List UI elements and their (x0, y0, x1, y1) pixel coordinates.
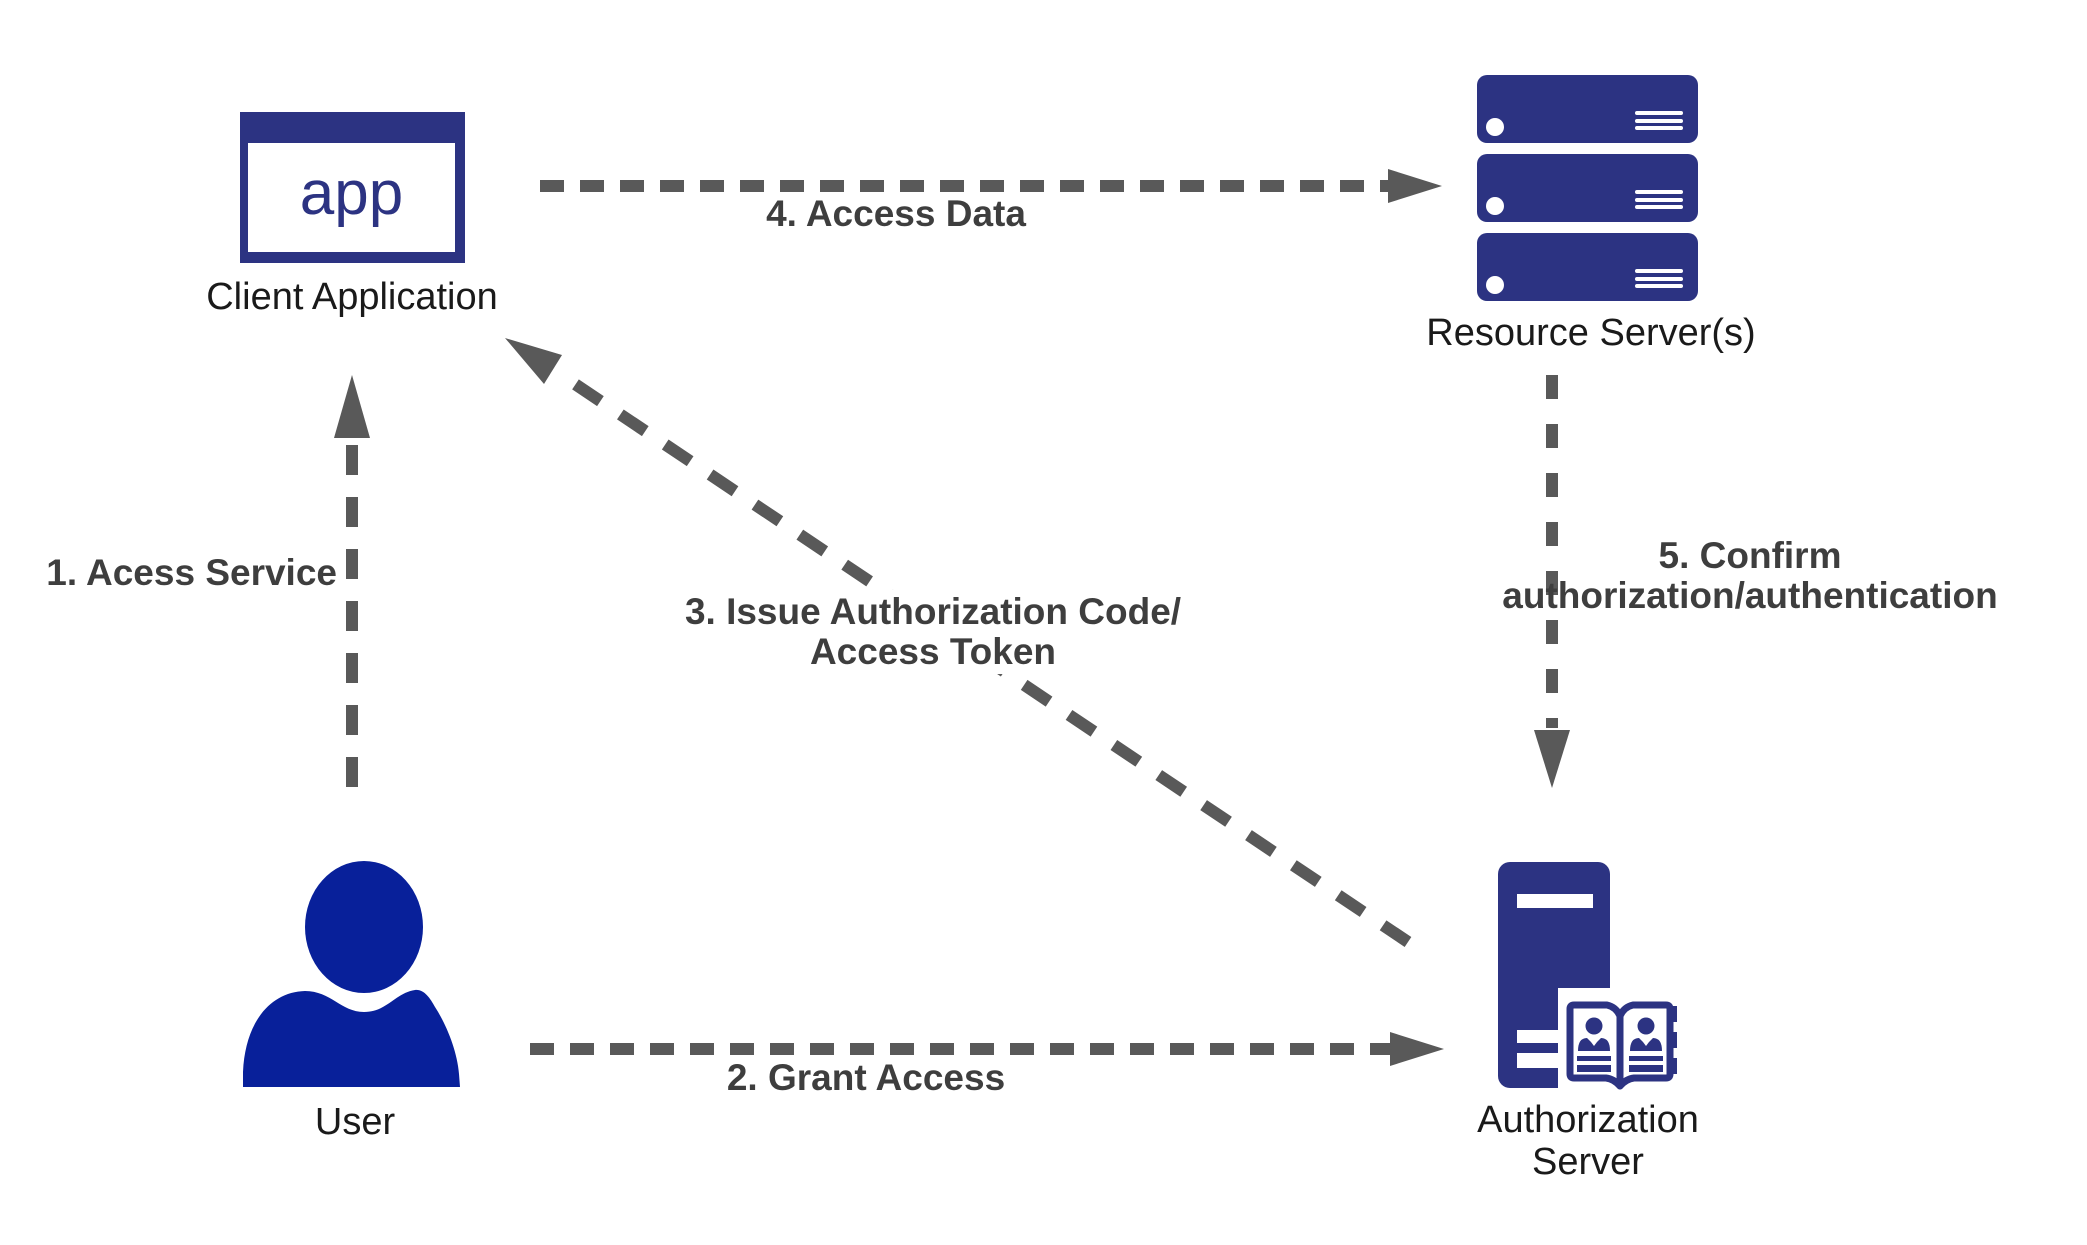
server-unit-icon (1477, 233, 1698, 301)
directory-book-panel (1558, 988, 1682, 1094)
arrow-5-confirm-auth (1534, 375, 1570, 788)
server-vent-lines (1635, 108, 1683, 130)
app-icon-text: app (299, 158, 404, 228)
server-vent-lines (1635, 266, 1683, 288)
user-label: User (314, 1101, 396, 1143)
tower-drive-slot (1517, 894, 1593, 908)
directory-book-icon (1566, 1001, 1677, 1090)
arrow-3-label-line2: Access Token (809, 631, 1057, 672)
server-unit-icon (1477, 75, 1698, 143)
server-vent-lines (1635, 187, 1683, 209)
contact-entry-icon (1577, 1017, 1611, 1072)
server-stack-icon (1477, 75, 1698, 312)
arrow-1-label: 1. Acess Service (46, 552, 337, 593)
server-unit-icon (1477, 154, 1698, 222)
contact-entry-icon (1629, 1017, 1663, 1072)
browser-window-content: app (248, 143, 455, 252)
server-led-dot (1486, 276, 1504, 294)
arrow-5-label-line1: 5. Confirm (1658, 535, 1842, 576)
arrow-3-label: 3. Issue Authorization Code/ Access Toke… (674, 590, 1192, 674)
tower-server-with-directory-book-icon (1498, 862, 1698, 1094)
arrow-5-label: 5. Confirm authorization/authentication (1502, 536, 1997, 616)
browser-window-icon: app (240, 112, 465, 263)
arrow-4-label: 4. Access Data (766, 193, 1026, 234)
server-led-dot (1486, 197, 1504, 215)
arrow-2-grant-access (530, 1032, 1444, 1066)
authorization-server-label-line2: Server (1532, 1141, 1644, 1183)
person-icon (243, 861, 460, 1087)
arrow-5-label-line2: authorization/authentication (1502, 575, 1998, 616)
tower-vent-line (1517, 1053, 1561, 1068)
tower-vent-line (1517, 1030, 1561, 1043)
tower-server-icon (1498, 862, 1610, 1088)
arrow-2-label: 2. Grant Access (726, 1057, 1006, 1098)
authorization-server-label: Authorization Server (1477, 1099, 1699, 1183)
arrow-1-access-service (334, 375, 370, 787)
resource-servers-label: Resource Server(s) (1426, 312, 1756, 354)
arrow-3-label-line1: 3. Issue Authorization Code/ (684, 591, 1182, 632)
server-led-dot (1486, 118, 1504, 136)
arrow-4-access-data (540, 169, 1442, 203)
authorization-server-label-line1: Authorization (1477, 1099, 1699, 1141)
client-application-label: Client Application (206, 276, 498, 318)
